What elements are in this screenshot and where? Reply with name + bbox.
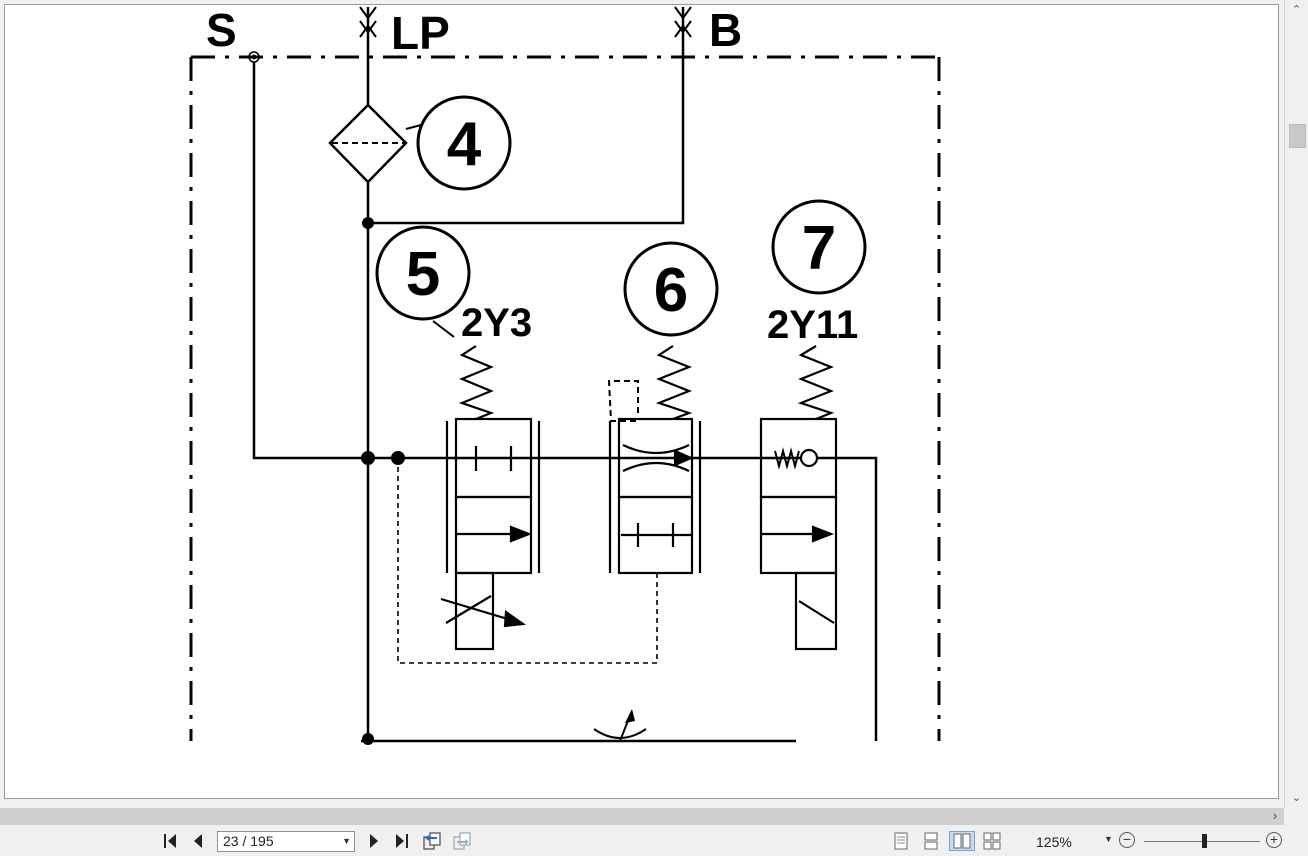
label-valve-2y11: 2Y11 xyxy=(767,303,858,347)
label-item-7: 7 xyxy=(802,214,836,283)
valve-6-body xyxy=(608,417,702,575)
zoom-dropdown-icon[interactable]: ▼ xyxy=(1104,834,1113,844)
label-lp: LP xyxy=(391,7,450,59)
continuous-icon[interactable] xyxy=(920,831,942,851)
vertical-scroll-thumb[interactable] xyxy=(1289,124,1306,148)
bottom-toolbar: 23 / 195 ▼ 125% ▼ − + xyxy=(0,826,1308,856)
valve-7-body xyxy=(759,417,838,651)
page-dropdown-icon[interactable]: ▼ xyxy=(342,836,351,846)
page-number-field[interactable]: 23 / 195 ▼ xyxy=(217,831,355,852)
hydraulic-schematic: S LP B 4 5 6 7 2Y3 2Y11 xyxy=(189,5,941,745)
last-page-icon[interactable] xyxy=(390,831,412,851)
single-page-icon[interactable] xyxy=(890,831,912,851)
first-page-icon[interactable] xyxy=(160,831,182,851)
callout-5-circle xyxy=(375,225,471,321)
adjustable-icon xyxy=(593,728,647,739)
zoom-slider-thumb[interactable] xyxy=(1202,834,1207,848)
scroll-right-icon[interactable]: › xyxy=(1272,808,1278,823)
valve-5-body xyxy=(440,417,541,651)
previous-page-icon[interactable] xyxy=(188,831,208,851)
label-s: S xyxy=(206,5,237,56)
vertical-scrollbar[interactable]: ⌃ ⌄ xyxy=(1284,0,1308,808)
go-forward-icon[interactable] xyxy=(450,831,474,851)
facing-icon[interactable] xyxy=(949,831,975,851)
scroll-down-icon[interactable]: ⌄ xyxy=(1291,792,1302,804)
zoom-out-icon[interactable]: − xyxy=(1119,832,1135,848)
label-item-6: 6 xyxy=(654,256,688,325)
go-back-icon[interactable] xyxy=(420,831,444,851)
scroll-up-icon[interactable]: ⌃ xyxy=(1291,4,1302,16)
label-item-5: 5 xyxy=(406,240,440,309)
label-valve-2y3: 2Y3 xyxy=(461,301,532,345)
callout-6-circle xyxy=(623,241,719,337)
zoom-in-icon[interactable]: + xyxy=(1266,832,1282,848)
label-item-4: 4 xyxy=(447,110,482,179)
port-lp-icon xyxy=(359,24,377,38)
zoom-level[interactable]: 125% xyxy=(1036,834,1072,850)
callout-4-circle xyxy=(416,95,512,191)
port-b-icon xyxy=(674,20,692,34)
spring-icon xyxy=(458,345,495,421)
next-page-icon[interactable] xyxy=(364,831,384,851)
callout-7-circle xyxy=(771,199,867,295)
document-viewport[interactable]: S LP B 4 5 6 7 2Y3 2Y11 xyxy=(4,4,1279,799)
label-b: B xyxy=(709,5,742,56)
boundary-frame xyxy=(189,55,941,741)
page-indicator: 23 / 195 xyxy=(223,833,274,849)
horizontal-scrollbar[interactable]: › xyxy=(0,808,1284,825)
continuous-facing-icon[interactable] xyxy=(981,831,1003,851)
